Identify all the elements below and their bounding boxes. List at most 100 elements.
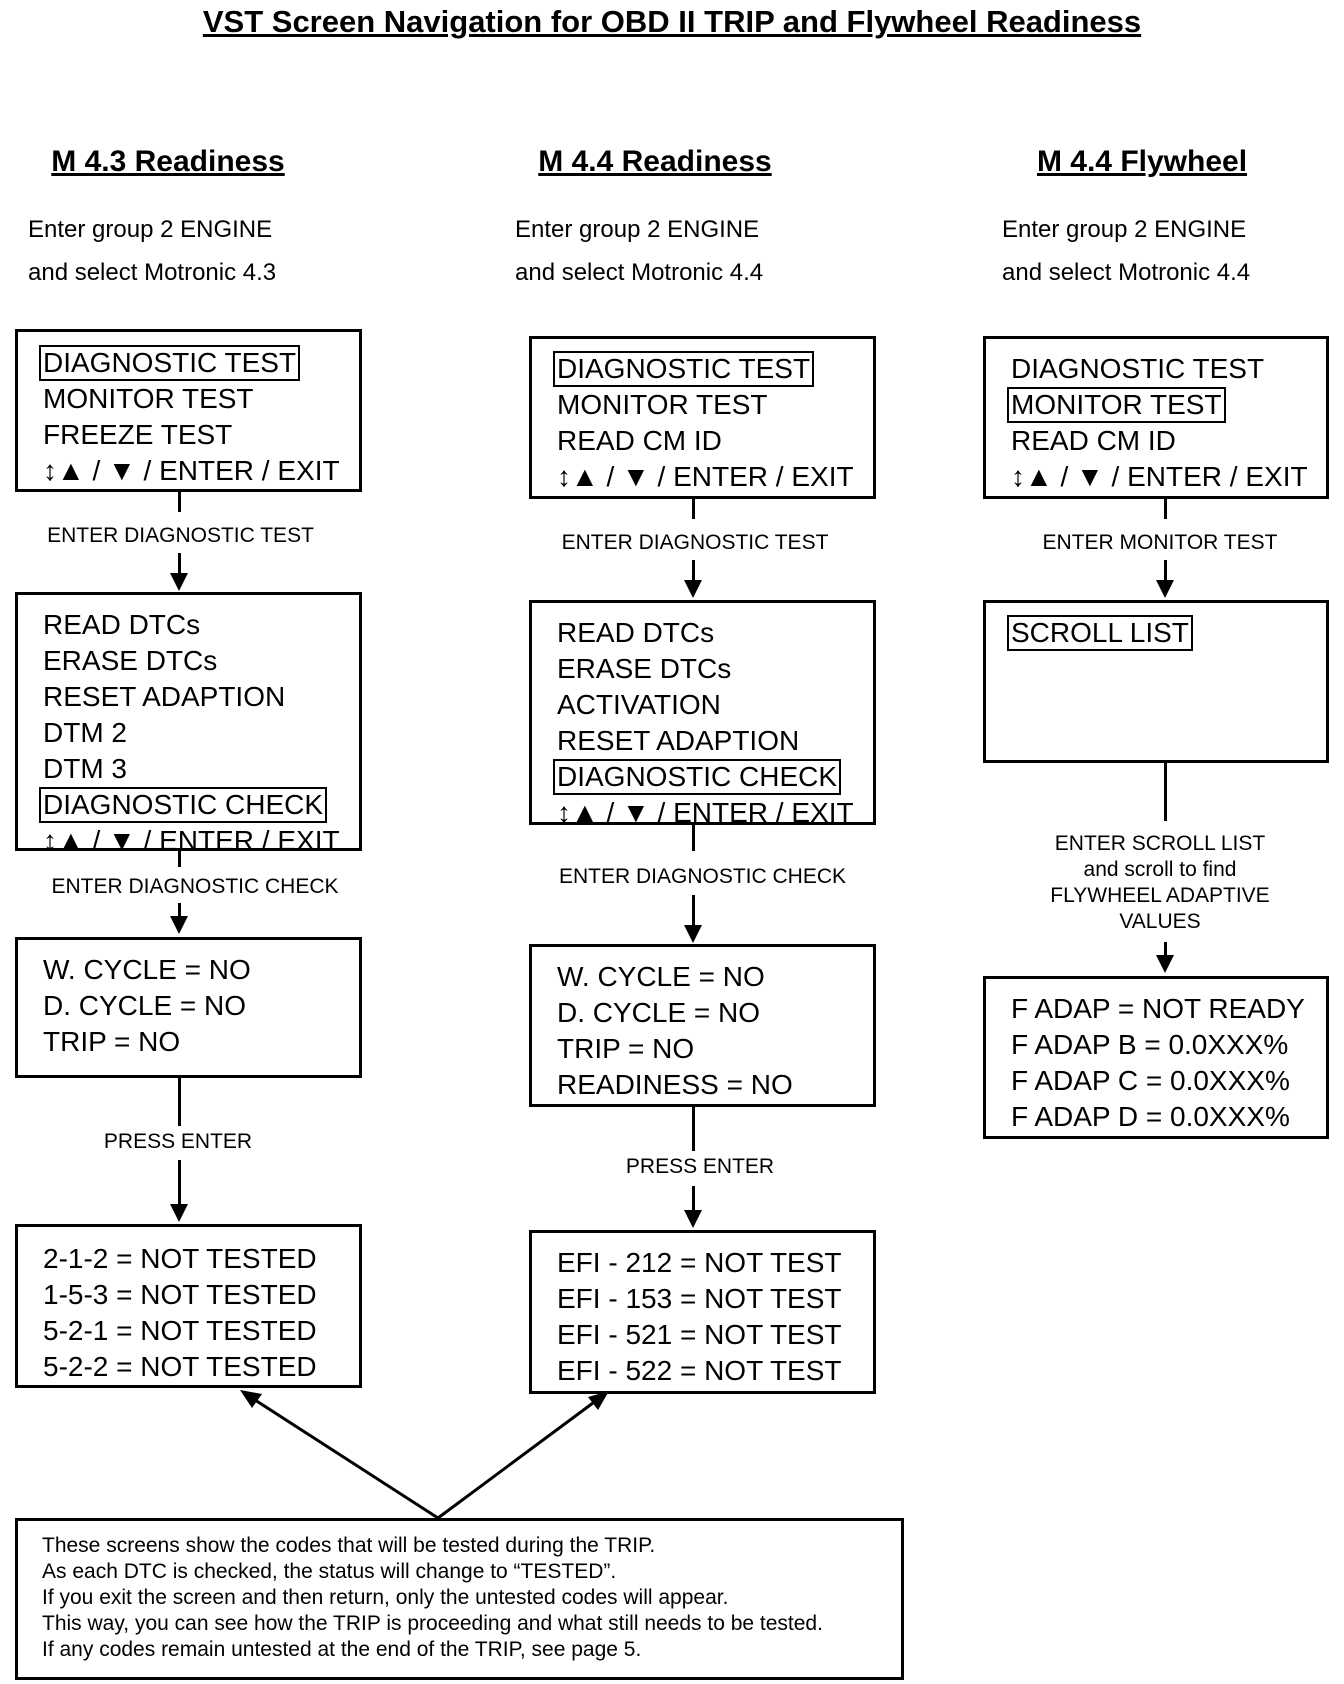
flow-connector [1164,560,1167,580]
m43-diagnostic-test-screen: READ DTCs ERASE DTCs RESET ADAPTION DTM … [15,592,362,856]
trip-explanation-note: These screens show the codes that will b… [15,1518,904,1680]
page-title: VST Screen Navigation for OBD II TRIP an… [202,4,1142,39]
flow-connector [1164,499,1167,519]
dtc-status-row: EFI - 153 = NOT TEST [557,1283,842,1314]
navigation-keys-hint: ↕▲ / ▼ / ENTER / EXIT [557,461,854,492]
menu-item-diagnostic-test[interactable]: DIAGNOSTIC TEST [553,351,815,387]
menu-item-monitor-test[interactable]: MONITOR TEST [1007,387,1226,423]
menu-item-dtm-2[interactable]: DTM 2 [43,717,127,748]
dtc-status-row: 5-2-1 = NOT TESTED [43,1315,317,1346]
flywheel-value-row: F ADAP C = 0.0XXX% [1011,1065,1290,1096]
flywheel-value-row: F ADAP = NOT READY [1011,993,1305,1024]
flow-connector [692,825,695,851]
note-pointer-line-right [437,1398,598,1520]
flow-connector [1164,942,1167,955]
step-label-line: and scroll to find [1083,858,1237,881]
step-label-enter-diagnostic-check: ENTER DIAGNOSTIC CHECK [30,875,360,899]
dtc-status-row: 2-1-2 = NOT TESTED [43,1243,317,1274]
note-line: If any codes remain untested at the end … [42,1638,642,1661]
menu-item-reset-adaption[interactable]: RESET ADAPTION [43,681,286,712]
arrow-down-icon [1156,955,1174,973]
intro-line: and select Motronic 4.4 [1002,259,1251,286]
flow-connector [692,895,695,925]
step-label-line: VALUES [1119,910,1201,933]
dtc-status-row: EFI - 521 = NOT TEST [557,1319,842,1350]
flywheel-value-row: F ADAP D = 0.0XXX% [1011,1101,1290,1132]
flywheel-adaptive-values-screen: F ADAP = NOT READY F ADAP B = 0.0XXX% F … [983,976,1329,1139]
intro-line: and select Motronic 4.4 [515,259,764,286]
step-label-line: ENTER SCROLL LIST [1054,832,1266,855]
flow-connector [178,903,181,916]
arrow-down-icon [170,573,188,591]
menu-item-monitor-test[interactable]: MONITOR TEST [557,389,768,420]
step-label-enter-monitor-test: ENTER MONITOR TEST [1010,531,1310,555]
intro-flywheel: Enter group 2 ENGINE and select Motronic… [1002,208,1250,294]
flow-connector [692,560,695,580]
step-label-enter-diagnostic-test: ENTER DIAGNOSTIC TEST [535,531,855,555]
menu-item-read-dtcs[interactable]: READ DTCs [557,617,715,648]
menu-item-activation[interactable]: ACTIVATION [557,689,721,720]
navigation-keys-hint: ↕▲ / ▼ / ENTER / EXIT [1011,461,1308,492]
flow-connector [178,492,181,512]
menu-item-diagnostic-check[interactable]: DIAGNOSTIC CHECK [39,787,328,823]
menu-item-diagnostic-test[interactable]: DIAGNOSTIC TEST [39,345,301,381]
arrow-down-icon [684,1210,702,1228]
m44-readiness-status-screen: W. CYCLE = NO D. CYCLE = NO TRIP = NO RE… [529,944,876,1107]
intro-line: Enter group 2 ENGINE [1002,216,1247,243]
menu-item-diagnostic-check[interactable]: DIAGNOSTIC CHECK [553,759,842,795]
menu-item-read-cm-id[interactable]: READ CM ID [557,425,722,456]
flywheel-value-row: F ADAP B = 0.0XXX% [1011,1029,1289,1060]
intro-line: Enter group 2 ENGINE [515,216,760,243]
step-label-enter-diagnostic-check: ENTER DIAGNOSTIC CHECK [535,865,870,889]
note-line: If you exit the screen and then return, … [42,1586,729,1609]
status-readiness: READINESS = NO [557,1069,793,1100]
flow-connector [692,1186,695,1210]
dtc-status-row: EFI - 212 = NOT TEST [557,1247,842,1278]
m44-dtc-test-list-screen: EFI - 212 = NOT TEST EFI - 153 = NOT TES… [529,1230,876,1394]
m43-readiness-status-screen: W. CYCLE = NO D. CYCLE = NO TRIP = NO [15,937,362,1078]
menu-item-erase-dtcs[interactable]: ERASE DTCs [557,653,732,684]
note-line: As each DTC is checked, the status will … [42,1560,617,1583]
step-label-press-enter: PRESS ENTER [580,1155,820,1179]
note-line: These screens show the codes that will b… [42,1534,656,1557]
m44-diagnostic-test-screen: READ DTCs ERASE DTCs ACTIVATION RESET AD… [529,600,876,828]
menu-item-scroll-list[interactable]: SCROLL LIST [1007,615,1193,651]
menu-item-monitor-test[interactable]: MONITOR TEST [43,383,254,414]
menu-item-dtm-3[interactable]: DTM 3 [43,753,127,784]
menu-item-reset-adaption[interactable]: RESET ADAPTION [557,725,800,756]
dtc-status-row: EFI - 522 = NOT TEST [557,1355,842,1386]
menu-item-diagnostic-test[interactable]: DIAGNOSTIC TEST [1011,353,1265,384]
note-pointer-line-left [251,1396,439,1520]
navigation-keys-hint: ↕▲ / ▼ / ENTER / EXIT [43,455,340,486]
dtc-status-row: 1-5-3 = NOT TESTED [43,1279,317,1310]
step-label-line: FLYWHEEL ADAPTIVE [1050,884,1270,907]
arrow-down-icon [170,916,188,934]
flywheel-monitor-test-screen: SCROLL LIST [983,600,1329,763]
flow-connector [178,553,181,573]
arrow-down-icon [1156,580,1174,598]
flow-connector [1164,763,1167,821]
step-label-enter-scroll-list: ENTER SCROLL LIST and scroll to find FLY… [1005,831,1315,935]
note-line: This way, you can see how the TRIP is pr… [42,1612,823,1635]
column-heading-m44-flywheel: M 4.4 Flywheel [1036,145,1248,178]
dtc-status-row: 5-2-2 = NOT TESTED [43,1351,317,1382]
arrow-down-icon [684,580,702,598]
m44-main-menu-screen: DIAGNOSTIC TEST MONITOR TEST READ CM ID … [529,336,876,499]
menu-item-erase-dtcs[interactable]: ERASE DTCs [43,645,218,676]
step-label-enter-diagnostic-test: ENTER DIAGNOSTIC TEST [18,524,343,548]
status-trip: TRIP = NO [557,1033,695,1064]
arrow-down-icon [170,1204,188,1222]
flow-connector [178,1160,181,1204]
menu-item-read-cm-id[interactable]: READ CM ID [1011,425,1176,456]
intro-line: and select Motronic 4.3 [28,259,277,286]
status-w-cycle: W. CYCLE = NO [557,961,765,992]
navigation-keys-hint: ↕▲ / ▼ / ENTER / EXIT [43,825,340,856]
status-w-cycle: W. CYCLE = NO [43,954,251,985]
flow-connector [692,1107,695,1151]
navigation-keys-hint: ↕▲ / ▼ / ENTER / EXIT [557,797,854,828]
intro-m43: Enter group 2 ENGINE and select Motronic… [28,208,276,294]
m43-main-menu-screen: DIAGNOSTIC TEST MONITOR TEST FREEZE TEST… [15,329,362,492]
menu-item-read-dtcs[interactable]: READ DTCs [43,609,201,640]
menu-item-freeze-test[interactable]: FREEZE TEST [43,419,233,450]
